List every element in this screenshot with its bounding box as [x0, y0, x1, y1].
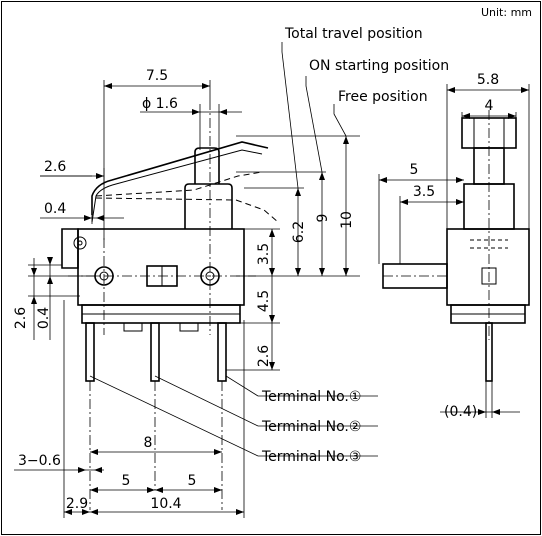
- dim-3-0-6: 3−0.6: [18, 453, 61, 469]
- dim-5-b: 5: [188, 473, 197, 489]
- terminal-pin-1: [85, 322, 95, 382]
- dim-0-4-top: 0.4: [44, 201, 66, 217]
- actuator-lever: [91, 141, 269, 215]
- terminal-pin-3: [217, 322, 227, 382]
- label-terminal-3: Terminal No.③: [261, 449, 361, 465]
- dim-7-5: 7.5: [146, 68, 168, 84]
- lever-on-position: [95, 171, 263, 197]
- dim-10-4: 10.4: [150, 496, 181, 512]
- label-terminal-1: Terminal No.①: [261, 389, 361, 405]
- plunger-tip: [194, 147, 220, 184]
- dim-3-5-vertical: 3.5: [256, 243, 272, 265]
- dim-5-8: 5.8: [477, 72, 499, 88]
- terminal-hole-3: [200, 266, 220, 286]
- dim-2-6-vertical: 2.6: [256, 345, 272, 367]
- label-on-starting: ON starting position: [309, 58, 449, 74]
- plunger: [184, 183, 233, 229]
- lever-total-travel: [95, 197, 279, 223]
- dim-2-6-left: 2.6: [13, 307, 29, 329]
- dim-8: 8: [144, 435, 153, 451]
- dim-6-2: 6.2: [291, 221, 307, 243]
- dim-0-4-side: (0.4): [444, 404, 477, 420]
- dim-3-5-side: 3.5: [413, 184, 435, 200]
- label-total-travel: Total travel position: [284, 26, 423, 42]
- dim-5-side: 5: [410, 162, 419, 178]
- dim-0-4-left: 0.4: [36, 307, 52, 329]
- terminal-pin-2: [150, 322, 160, 382]
- front-dimensions: 7.5 ϕ 1.6 2.6 0.4 6.2 9: [13, 26, 449, 518]
- dim-10: 10: [339, 211, 355, 229]
- dim-9: 9: [315, 214, 331, 223]
- dim-2-6-top: 2.6: [44, 159, 66, 175]
- dim-phi-1-6: ϕ 1.6: [142, 96, 178, 112]
- side-view: 5.8 4 5 3.5 (0.4): [378, 72, 530, 420]
- mounting-ear: [61, 228, 79, 269]
- front-view: [61, 100, 279, 510]
- dim-5-a: 5: [122, 473, 131, 489]
- unit-label: Unit: mm: [481, 6, 532, 19]
- label-terminal-2: Terminal No.②: [261, 419, 361, 435]
- dim-2-9: 2.9: [66, 496, 88, 512]
- dim-4-5: 4.5: [256, 290, 272, 312]
- side-terminal: [485, 322, 493, 382]
- dim-4: 4: [485, 98, 494, 114]
- label-free-position: Free position: [338, 89, 428, 105]
- pivot-hole: [73, 236, 87, 250]
